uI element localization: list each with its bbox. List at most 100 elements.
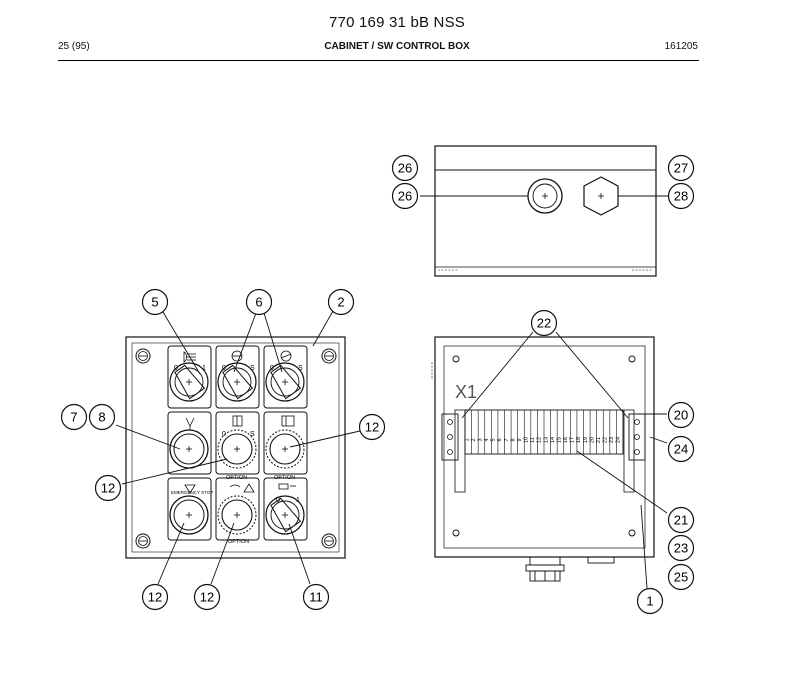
callout-number: 22: [537, 316, 551, 331]
callout-number: 7: [70, 410, 77, 425]
enclosure-interior: X1: [431, 336, 655, 582]
terminal-number: 4: [484, 438, 490, 441]
terminal-number: 10: [524, 437, 530, 443]
enclosure-top-view: [434, 145, 657, 277]
callout-number: 23: [674, 541, 688, 556]
callout-circle: [667, 154, 695, 182]
switch-position-label: S: [298, 365, 303, 372]
callout-circle: [391, 154, 419, 182]
switch-position-label: 0: [270, 365, 274, 372]
callout-circle: [667, 182, 695, 210]
callout-number: 6: [255, 295, 262, 310]
option-label: OPTION: [228, 539, 249, 545]
push-button-icon: [169, 429, 209, 469]
control-panel: 0 1 0 S 0 S 0 S 0 1 EMERGENCY STOP OPTIO…: [125, 336, 346, 559]
callout-number: 5: [151, 295, 158, 310]
callout-circle: [302, 583, 330, 611]
callout-number: 27: [674, 161, 688, 176]
callout-number: 12: [148, 590, 162, 605]
switch-position-label: 0: [174, 365, 178, 372]
callout-circle: [358, 413, 386, 441]
terminal-number: 8: [510, 438, 516, 441]
callout-circle: [245, 288, 273, 316]
terminal-number: 18: [576, 437, 582, 443]
callout-circle: [141, 288, 169, 316]
callout-circle: [141, 583, 169, 611]
callout-number: 12: [200, 590, 214, 605]
document-number: 770 169 31 bB NSS: [329, 14, 465, 31]
cable-gland-icon: [525, 556, 615, 582]
terminal-number: 21: [596, 437, 602, 443]
terminal-number: 12: [537, 437, 543, 443]
leader-lines: [115, 195, 668, 589]
callout-number: 8: [98, 410, 105, 425]
panel-screw-icon: [321, 348, 337, 364]
pictogram-icon: [183, 350, 296, 494]
callout-circle: [193, 583, 221, 611]
cable-gland-hex: [583, 176, 619, 216]
panel-screw-icon: [135, 533, 151, 549]
switch-position-label: 1: [296, 497, 300, 504]
terminal-number: 15: [556, 437, 562, 443]
terminal-number: 14: [550, 437, 556, 443]
switch-position-label: 0: [222, 431, 226, 438]
panel-screw-icon: [321, 533, 337, 549]
terminal-number: 19: [583, 437, 589, 443]
callout-circle: [667, 435, 695, 463]
emergency-stop-button-icon: [169, 495, 209, 535]
callout-circle: [88, 403, 116, 431]
callout-number: 1: [646, 594, 653, 609]
option-label: OPTION: [226, 475, 247, 481]
terminal-number: 13: [543, 437, 549, 443]
terminal-number: 22: [603, 437, 609, 443]
callout-circle: [636, 587, 664, 615]
terminal-number: 6: [497, 438, 503, 441]
callout-circle: [667, 534, 695, 562]
knurled-knob-icon: [217, 495, 257, 535]
callout-circle: [667, 401, 695, 429]
callout-circle: [391, 182, 419, 210]
section-title: CABINET / SW CONTROL BOX: [324, 41, 470, 52]
callout-number: 21: [674, 513, 688, 528]
switch-position-label: 1: [202, 365, 206, 372]
page-number: 25 (95): [58, 41, 90, 52]
terminal-number: 23: [609, 437, 615, 443]
callout-circle: [667, 506, 695, 534]
emergency-stop-label: EMERGENCY STOP: [171, 490, 213, 495]
callout-number: 12: [101, 481, 115, 496]
switch-position-label: S: [250, 431, 255, 438]
option-label: OPTION: [274, 475, 295, 481]
switch-position-label: S: [250, 365, 255, 372]
callout-number: 12: [365, 420, 379, 435]
terminal-number: 9: [517, 438, 523, 441]
header-rule: [58, 60, 699, 61]
terminal-number: 24: [616, 437, 622, 443]
terminal-number: 20: [589, 437, 595, 443]
knurled-knob-icon: [265, 429, 305, 469]
callout-number: 20: [674, 408, 688, 423]
callout-number: 24: [674, 442, 688, 457]
callout-number: 25: [674, 570, 688, 585]
terminal-number: 3: [477, 438, 483, 441]
switch-position-label: 0: [276, 497, 280, 504]
callout-number: 26: [398, 161, 412, 176]
callout-circle: [530, 309, 558, 337]
cable-gland-round: [527, 178, 563, 214]
switch-position-label: 0: [222, 365, 226, 372]
callout-circle: [327, 288, 355, 316]
callout-number: 11: [309, 590, 323, 605]
terminal-number: 2: [471, 438, 477, 441]
document-date: 161205: [664, 41, 698, 52]
terminal-number: 11: [530, 437, 536, 443]
panel-screw-icon: [135, 348, 151, 364]
terminal-number: 7: [504, 438, 510, 441]
terminal-number: 5: [491, 438, 497, 441]
callout-number: 2: [337, 295, 344, 310]
callout-circle: [667, 563, 695, 591]
callout-number: 28: [674, 189, 688, 204]
terminal-number: 17: [570, 437, 576, 443]
terminal-number: 1: [464, 438, 470, 441]
